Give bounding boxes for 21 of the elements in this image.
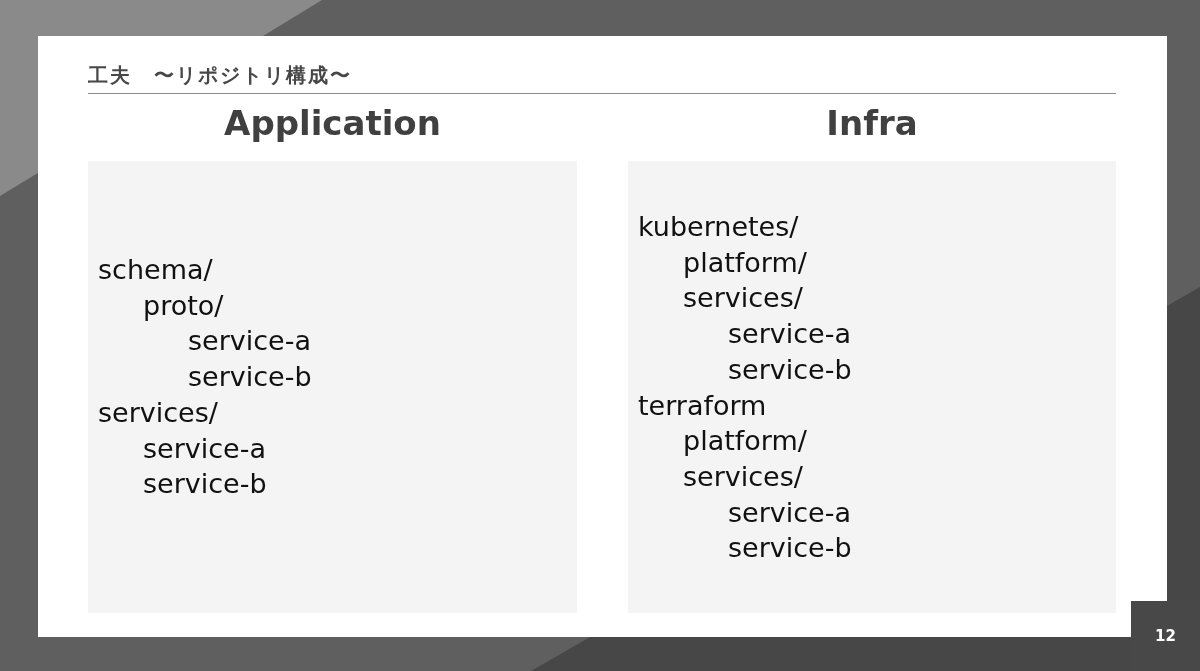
folder-name: kubernetes/: [638, 210, 799, 244]
panel-heading: Infra: [826, 102, 918, 145]
slide-title: 工夫 〜リポジトリ構成〜: [88, 62, 352, 88]
folder-name: services/: [683, 459, 803, 494]
folder-name: service-a: [188, 324, 311, 359]
folder-name: service-b: [188, 360, 312, 395]
folder-name: platform/: [683, 245, 807, 280]
folder-name: service-b: [143, 467, 267, 502]
folder-name: service-a: [728, 317, 851, 352]
panel-heading: Application: [224, 102, 441, 145]
folder-name: service-b: [728, 352, 852, 387]
folder-name: terraform: [638, 388, 767, 423]
folder-name: services/: [683, 281, 803, 316]
page-number: 12: [1155, 627, 1176, 645]
folder-name: service-a: [143, 431, 266, 466]
folder-name: services/: [98, 395, 218, 430]
folder-name: proto/: [143, 288, 224, 323]
folder-name: service-a: [728, 495, 851, 530]
folder-name: service-b: [728, 531, 852, 566]
folder-name: platform/: [683, 424, 807, 459]
folder-name: schema/: [98, 253, 213, 287]
